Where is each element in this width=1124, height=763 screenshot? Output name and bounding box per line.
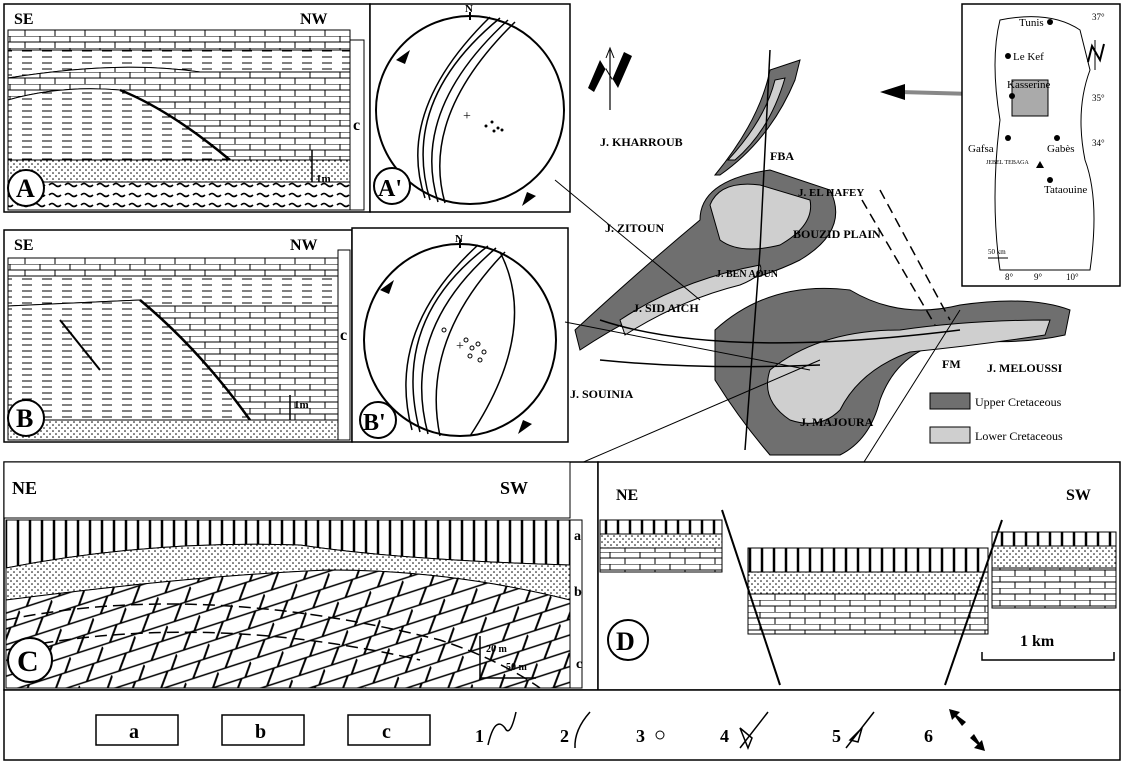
town-tataouine: Tataouine [1044, 184, 1087, 196]
panel-d-scale: 1 km [1020, 633, 1055, 650]
panel-a-letter: A [16, 174, 35, 203]
town-le-kef: Le Kef [1013, 51, 1044, 63]
legend-num-6: 6 [924, 726, 933, 746]
panel-c-letter: C [17, 645, 39, 678]
panel-b-right-label: NW [290, 237, 318, 254]
legend-box-a: a [129, 721, 139, 743]
b-prime-compression-arrow-icon-2 [518, 420, 532, 434]
panel-c-right-label: SW [500, 478, 528, 498]
legend-lower-swatch [929, 426, 971, 444]
legend-upper-swatch [929, 392, 971, 410]
panel-b: SE NW 1m c B [3, 229, 353, 443]
legend-num-2: 2 [560, 726, 569, 746]
inset-map: Tunis Le Kef Kasserine Gafsa Gabès JEBEL… [961, 3, 1121, 287]
inset-lat-34: 34° [1092, 138, 1105, 148]
map-label-sid-aich: J. SID AICH [633, 301, 699, 315]
inset-lat-37: 37° [1092, 12, 1105, 22]
b-prime-poles [441, 327, 487, 363]
svg-text:+: + [456, 339, 464, 354]
panel-d-left-label: NE [616, 487, 638, 504]
svg-text:+: + [463, 109, 471, 124]
legend-pole-icon [655, 730, 665, 740]
panel-c-scale-h: 50 m [506, 662, 528, 673]
a-prime-compression-arrow-icon-2 [522, 192, 536, 206]
town-tunis: Tunis [1019, 17, 1044, 29]
inset-lon-10: 10° [1066, 272, 1079, 282]
map-north-symbol-icon [588, 52, 632, 92]
map-label-el-hafey: J. EL HAFEY [798, 187, 864, 199]
map-label-fba: FBA [770, 149, 794, 163]
legend-compression-icon [949, 709, 966, 726]
panel-b-prime: N + B' [351, 227, 569, 443]
inset-lat-35: 35° [1092, 93, 1105, 103]
panel-a-left-label: SE [14, 11, 34, 28]
inset-pointer-arrow-icon [880, 84, 905, 100]
panel-b-left-label: SE [14, 237, 34, 254]
panel-c-scale-v: 20 m [486, 644, 508, 655]
panel-a-prime: N + A' [369, 3, 571, 213]
panel-c: NE SW a b c 20 m 50 m C [3, 461, 599, 691]
map-label-bouzid: BOUZID PLAIN [793, 227, 881, 241]
map-label-fm: FM [942, 357, 961, 371]
legend-reverse-fault-icon [845, 711, 875, 749]
map-label-majoura: J. MAJOURA [800, 415, 874, 429]
town-gabes: Gabès [1047, 143, 1075, 155]
map-label-souinia: J. SOUINIA [570, 387, 634, 401]
panel-c-unit-b: b [574, 585, 582, 600]
map-label-ben-aoun: J. BEN AOUN [716, 269, 779, 280]
legend-num-4: 4 [720, 726, 729, 746]
panel-b-scale: 1m [294, 399, 309, 411]
b-prime-compression-arrow-icon [380, 280, 394, 294]
map-label-kharroub: J. KHARROUB [600, 135, 683, 149]
panel-a: SE NW 1m c A [3, 3, 371, 213]
inset-scale: 50 km [988, 248, 1006, 256]
panel-c-unit-c: c [576, 657, 582, 672]
panel-a-scale: 1m [316, 173, 331, 185]
legend-plane-icon [574, 711, 591, 749]
town-gafsa: Gafsa [968, 143, 994, 155]
legend-box-c: c [382, 721, 391, 743]
legend-lower-label: Lower Cretaceous [975, 429, 1063, 443]
b-prime-planes [405, 244, 516, 437]
bottom-legend: a b c 1 2 3 4 5 6 [3, 689, 1121, 761]
a-prime-north: N [465, 3, 473, 15]
town-kasserine: Kasserine [1007, 79, 1050, 91]
panel-a-side-label: c [353, 117, 360, 134]
geologic-map: J. KHARROUB FBA J. EL HAFEY J. ZITOUN BO… [554, 46, 1071, 501]
panel-b-side-label: c [340, 327, 347, 344]
legend-num-1: 1 [475, 726, 484, 746]
a-prime-poles [484, 120, 504, 133]
panel-a-right-label: NW [300, 11, 328, 28]
legend-num-3: 3 [636, 726, 645, 746]
legend-box-b: b [255, 721, 266, 743]
map-label-zitoun: J. ZITOUN [605, 221, 664, 235]
map-label-meloussi: J. MELOUSSI [987, 361, 1063, 375]
b-prime-north: N [455, 233, 463, 245]
legend-fault-icon [487, 711, 517, 746]
a-prime-compression-arrow-icon [396, 50, 410, 64]
panel-d-right-label: SW [1066, 487, 1091, 504]
panel-d-letter: D [616, 627, 635, 656]
legend-normal-fault-icon [739, 711, 769, 751]
panel-b-prime-letter: B' [363, 410, 386, 436]
inset-mountain: JEBEL TEBAGA [986, 160, 1029, 166]
panel-d: NE SW 1 km D [597, 461, 1121, 691]
inset-lon-9: 9° [1034, 272, 1043, 282]
panel-b-letter: B [16, 404, 33, 433]
legend-upper-label: Upper Cretaceous [975, 395, 1062, 409]
legend-num-5: 5 [832, 726, 841, 746]
panel-a-prime-letter: A' [378, 176, 402, 202]
panel-c-left-label: NE [12, 478, 37, 498]
inset-towns: Tunis Le Kef Kasserine Gafsa Gabès JEBEL… [968, 17, 1087, 196]
a-prime-planes [417, 16, 516, 204]
inset-lon-8: 8° [1005, 272, 1014, 282]
panel-c-unit-a: a [574, 529, 581, 544]
